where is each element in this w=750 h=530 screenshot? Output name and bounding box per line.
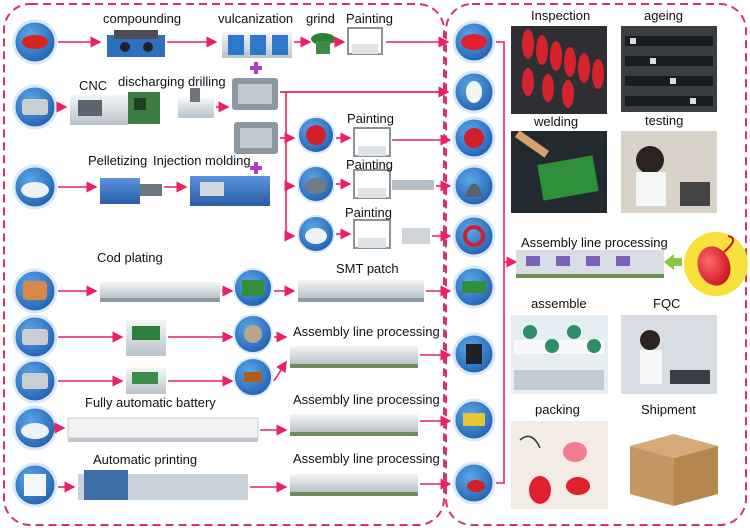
product-battery-box (452, 332, 496, 376)
fqc-photo (621, 315, 717, 394)
product-lipo-battery (452, 398, 496, 442)
label-fqc: FQC (653, 296, 681, 311)
label-painting-2: Painting (346, 157, 393, 172)
injection-molding-machine (190, 176, 270, 206)
label-cnc: CNC (79, 78, 108, 93)
source-circle-pellets (12, 164, 58, 210)
cnc-machine (70, 95, 128, 125)
flow-arrows (54, 36, 452, 493)
label-discharging: discharging (118, 74, 185, 89)
assembly-line-photo (516, 250, 664, 278)
mold-block-2 (234, 122, 278, 154)
left-process-frame (3, 3, 445, 526)
drilling-machine (178, 88, 214, 118)
plus-icon-1 (250, 62, 262, 74)
label-assembly-right: Assembly line processing (521, 235, 668, 250)
product-gray-cone (452, 164, 496, 208)
printing-press (78, 470, 248, 500)
testing-photo (621, 131, 717, 213)
label-assembly-1: Assembly line processing (293, 324, 440, 339)
product-red-caps (452, 116, 496, 160)
source-circle-red-powder (12, 19, 58, 65)
label-packing: packing (535, 402, 580, 417)
label-automatic-printing: Automatic printing (93, 452, 198, 467)
plus-icon-2 (250, 162, 262, 174)
label-testing: testing (645, 113, 684, 128)
label-ageing: ageing (644, 8, 684, 23)
mold-block-1 (232, 78, 278, 110)
vulcanization-machine (222, 32, 292, 58)
painting-machine-1 (353, 127, 391, 157)
label-smt-patch: SMT patch (336, 261, 399, 276)
collector-bracket (496, 41, 518, 484)
product-white-shell (452, 70, 496, 114)
label-compounding: compounding (103, 11, 182, 26)
painted-part-red (297, 116, 335, 154)
pelletizing-machine (100, 178, 162, 204)
painted-part-gray (297, 165, 335, 203)
label-pelletizing: Pelletizing (88, 153, 148, 168)
assemble-photo (511, 315, 608, 394)
smt-patch-line (298, 280, 424, 302)
machines (67, 27, 434, 500)
label-drilling: drilling (188, 74, 226, 89)
red-product-showcase (684, 232, 748, 296)
welding-photo (511, 130, 607, 213)
label-assembly-3: Assembly line processing (293, 451, 440, 466)
compounding-machine (107, 30, 165, 57)
source-circle-copper-foil (12, 268, 58, 314)
assembly-line-1 (290, 346, 418, 368)
source-circle-metal-parts-1 (12, 314, 58, 360)
painting-machine-3 (353, 219, 430, 249)
battery-line (67, 417, 259, 442)
source-circles (12, 19, 58, 508)
inspection-photo (511, 26, 607, 114)
motor-circle (233, 357, 273, 397)
label-grind: grind (306, 11, 335, 26)
ageing-photo (621, 26, 717, 112)
label-assembly-2: Assembly line processing (293, 392, 440, 407)
painting-machine-top (347, 27, 383, 55)
label-vulcanization: vulcanization (218, 11, 294, 26)
label-assemble: assemble (531, 296, 587, 311)
product-red-rings (452, 214, 496, 258)
product-final-item (452, 461, 496, 505)
label-fully-automatic-battery: Fully automatic battery (85, 395, 216, 410)
label-shipment: Shipment (641, 402, 696, 417)
source-circle-metal-bars (12, 84, 58, 130)
label-cod-plating: Cod plating (97, 250, 163, 265)
label-painting-1: Painting (347, 111, 394, 126)
product-red-egg (452, 20, 496, 64)
source-circle-battery-material (12, 405, 58, 451)
source-circle-paper-stock (12, 462, 58, 508)
pcb-circle (233, 268, 273, 308)
label-inspection: Inspection (531, 8, 591, 23)
painted-part-white (297, 215, 335, 253)
grind-machine (311, 33, 335, 54)
motor-machine (126, 368, 166, 394)
winding-machine (126, 320, 166, 356)
source-circle-metal-parts-2 (12, 358, 58, 404)
label-welding: welding (534, 114, 579, 129)
label-injection-molding: Injection molding (153, 153, 251, 168)
assembly-line-2 (290, 414, 418, 436)
packing-photo (511, 421, 608, 509)
product-circles (452, 20, 496, 505)
assembly-to-product-arrow (664, 254, 682, 270)
cod-plating-line (100, 282, 220, 302)
label-painting-top: Painting (346, 11, 393, 26)
discharging-machine (128, 92, 160, 124)
right-photo-tiles (511, 26, 748, 509)
assembly-line-3 (290, 474, 418, 496)
label-painting-3: Painting (345, 205, 392, 220)
washers-circle (233, 314, 273, 354)
painting-machine-2 (353, 169, 434, 199)
shipment-box (630, 434, 718, 506)
product-pcb (452, 265, 496, 309)
